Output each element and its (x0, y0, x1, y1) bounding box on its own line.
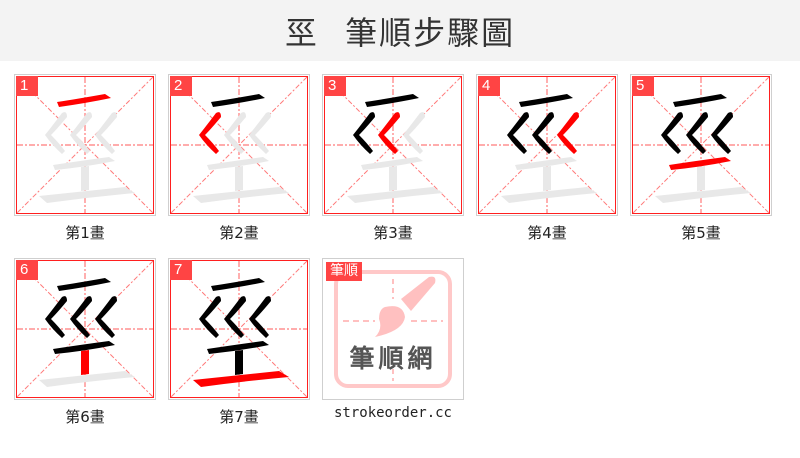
stroke-step-7: 7 (168, 258, 310, 400)
stroke-step-2: 2 (168, 74, 310, 216)
stroke-step-1: 1 (14, 74, 156, 216)
character-glyph (655, 94, 751, 203)
logo-tag: 筆順 (326, 262, 362, 281)
character-glyph (39, 278, 135, 387)
step-caption: 第6畫 (65, 408, 105, 426)
page-title: 巠 筆順步驟圖 (284, 13, 516, 52)
site-logo[interactable]: 筆順 筆順網 (322, 258, 464, 400)
step-number-badge: 2 (170, 76, 192, 96)
step-number-badge: 1 (16, 76, 38, 96)
page-header: 巠 筆順步驟圖 (0, 0, 800, 61)
step-caption: 第5畫 (681, 224, 721, 242)
step-number-badge: 5 (632, 76, 654, 96)
character-glyph (193, 278, 289, 387)
stroke-step-4: 4 (476, 74, 618, 216)
step-caption: 第3畫 (373, 224, 413, 242)
step-number-badge: 7 (170, 260, 192, 280)
character-glyph (347, 94, 443, 203)
logo-name: 筆順網 (349, 344, 437, 373)
step-caption: 第4畫 (527, 224, 567, 242)
step-caption: 第1畫 (65, 224, 105, 242)
step-number-badge: 6 (16, 260, 38, 280)
character-glyph (39, 94, 135, 203)
character-glyph (193, 94, 289, 203)
site-url-link[interactable]: strokeorder.cc (333, 405, 452, 421)
step-caption: 第7畫 (219, 408, 259, 426)
stroke-step-5: 5 (630, 74, 772, 216)
character-glyph (501, 94, 597, 203)
stroke-step-6: 6 (14, 258, 156, 400)
step-number-badge: 3 (324, 76, 346, 96)
brush-icon (334, 270, 452, 388)
step-caption: 第2畫 (219, 224, 259, 242)
step-number-badge: 4 (478, 76, 500, 96)
stroke-step-3: 3 (322, 74, 464, 216)
